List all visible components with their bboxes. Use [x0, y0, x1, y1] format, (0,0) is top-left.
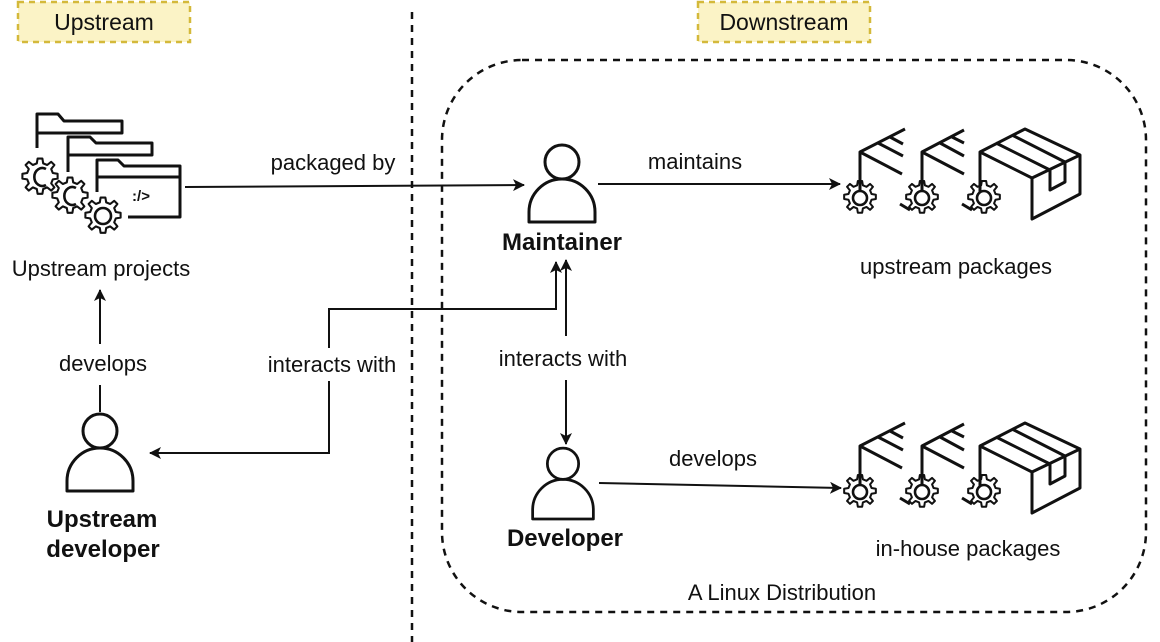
linux-distribution-label: A Linux Distribution [688, 580, 876, 605]
edge-develops-upstream: develops [59, 289, 147, 412]
maintainer-label: Maintainer [502, 229, 622, 256]
packages-gears-icon [844, 423, 1080, 513]
upstream-developer-label-line2: developer [46, 536, 159, 563]
upstream-developer-label-line1: Upstream [47, 506, 158, 533]
linux-distribution-container: A Linux Distribution [440, 58, 1148, 614]
inhouse-packages-node[interactable]: in-house packages [844, 423, 1080, 561]
packages-gears-icon [844, 129, 1080, 219]
developer-node[interactable]: Developer [507, 446, 623, 552]
upstream-tag: Upstream [16, 0, 192, 44]
edge-develops-inhouse: develops [598, 446, 842, 494]
folders-gears-code-icon: :/> [21, 112, 182, 234]
edge-interacts-upstream-label: interacts with [268, 352, 396, 377]
edge-interacts-upstream: interacts with [149, 261, 562, 459]
upstream-packages-node[interactable]: upstream packages [844, 129, 1080, 279]
inhouse-packages-label: in-house packages [876, 536, 1061, 561]
edge-interacts-internal: interacts with [499, 259, 627, 445]
edge-interacts-internal-label: interacts with [499, 346, 627, 371]
upstream-projects-node[interactable]: :/> Upstream projects [12, 112, 191, 281]
upstream-packages-label: upstream packages [860, 254, 1052, 279]
edge-packaged-by-label: packaged by [271, 150, 396, 175]
upstream-tag-label: Upstream [54, 9, 154, 35]
downstream-tag: Downstream [696, 0, 872, 44]
person-icon [531, 446, 595, 521]
edge-develops-upstream-label: develops [59, 351, 147, 376]
developer-label: Developer [507, 525, 623, 552]
maintainer-node[interactable]: Maintainer [502, 143, 622, 256]
upstream-developer-node[interactable]: Upstream developer [46, 412, 160, 563]
edge-develops-inhouse-label: develops [669, 446, 757, 471]
edge-maintains: maintains [598, 149, 841, 190]
upstream-projects-label: Upstream projects [12, 256, 191, 281]
person-icon [65, 412, 135, 493]
person-icon [527, 143, 597, 224]
edge-packaged-by: packaged by [184, 150, 525, 192]
edge-maintains-label: maintains [648, 149, 742, 174]
svg-text::/>: :/> [132, 188, 150, 205]
downstream-tag-label: Downstream [719, 9, 848, 35]
